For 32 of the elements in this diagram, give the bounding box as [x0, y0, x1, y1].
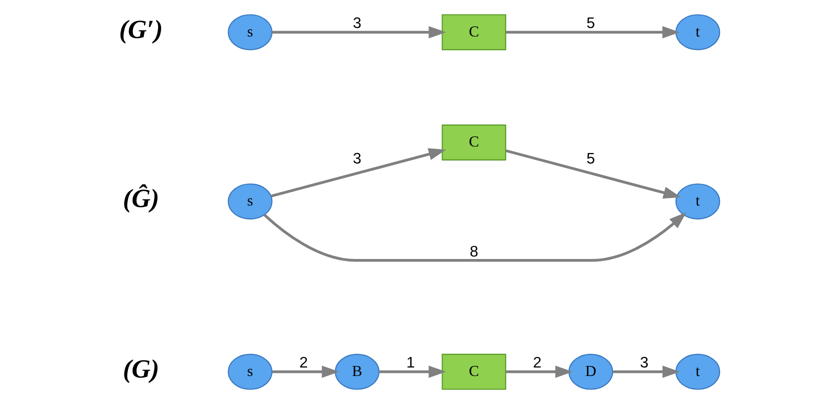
- node-ellipse: B: [334, 354, 380, 390]
- arrow: [379, 366, 446, 378]
- edge-label: 1: [406, 354, 415, 372]
- arrow: [506, 26, 680, 38]
- node-ellipse: D: [568, 354, 614, 390]
- edge-label: 2: [299, 354, 308, 372]
- arrow: [264, 212, 687, 262]
- arrow: [272, 26, 446, 38]
- edge-label: 3: [640, 354, 649, 372]
- edge-label: 5: [586, 15, 596, 32]
- label: (G′): [119, 14, 163, 44]
- edge-label: 8: [470, 243, 478, 260]
- node-box: C: [442, 124, 506, 160]
- node-box: C: [442, 354, 506, 390]
- node-box: C: [442, 14, 506, 50]
- label: (Ĝ): [122, 184, 160, 214]
- node-ellipse: s: [228, 14, 272, 50]
- arrow: [272, 366, 340, 378]
- node-ellipse: t: [675, 354, 720, 390]
- node-ellipse: t: [675, 183, 720, 220]
- arrow: [506, 366, 573, 378]
- edge-label: 3: [352, 15, 362, 32]
- node-ellipse: s: [228, 183, 272, 220]
- node-ellipse: s: [228, 354, 272, 390]
- edge-label: 2: [533, 354, 542, 372]
- edge-label: 5: [586, 150, 596, 168]
- arrow: [613, 366, 680, 378]
- label: (G): [122, 354, 160, 384]
- arrow: [270, 148, 446, 198]
- edge-label: 3: [352, 150, 362, 168]
- node-ellipse: t: [675, 14, 720, 50]
- arrow: [506, 149, 681, 199]
